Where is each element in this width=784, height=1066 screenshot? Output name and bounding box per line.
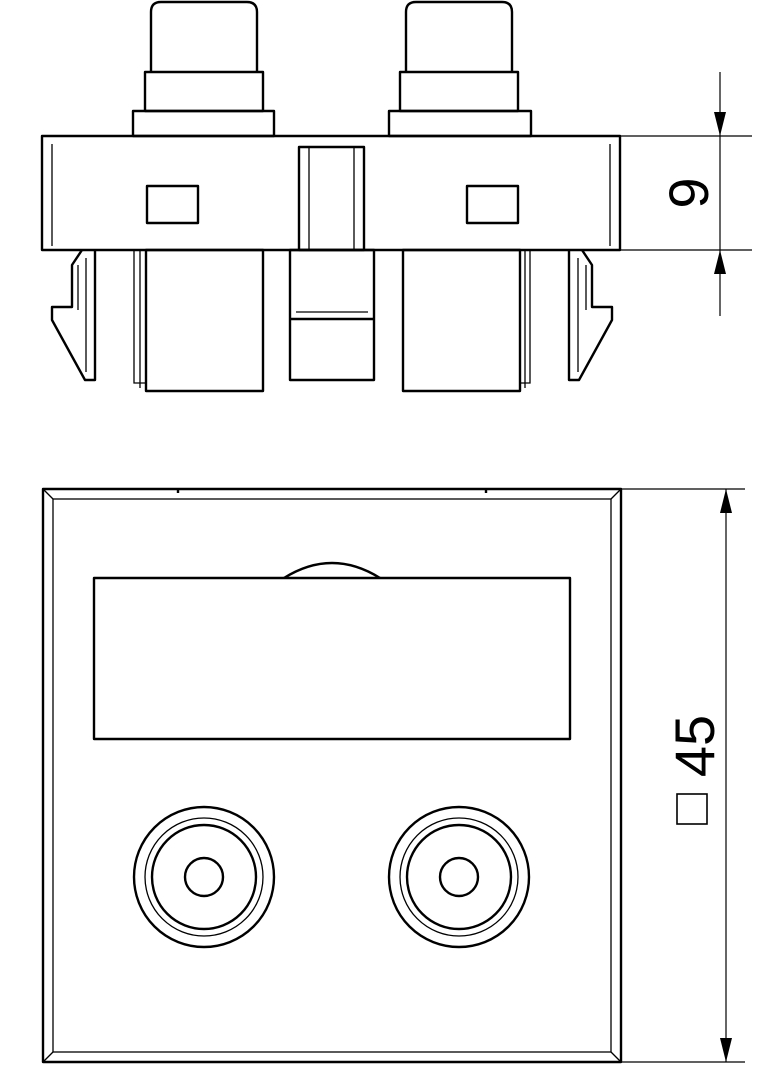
right-plug <box>387 0 533 138</box>
right-socket-body <box>401 248 531 393</box>
right-clip <box>567 249 614 382</box>
front-view: 45 <box>41 487 745 1064</box>
left-rca-socket <box>132 805 276 949</box>
dimension-45-label: 45 <box>663 715 726 777</box>
dimension-9-label: 9 <box>657 177 720 208</box>
left-socket-body <box>133 248 265 393</box>
right-rca-socket <box>387 805 531 949</box>
left-clip <box>50 249 97 382</box>
label-window <box>92 561 572 741</box>
outer-frame <box>41 487 623 1064</box>
frame-body <box>40 134 622 252</box>
left-plug <box>131 0 276 138</box>
square-symbol <box>676 793 708 825</box>
side-view: 9 <box>40 0 752 393</box>
dimension-9: 9 <box>620 72 752 316</box>
dimension-45: 45 <box>621 488 745 1063</box>
center-latch <box>288 248 376 382</box>
